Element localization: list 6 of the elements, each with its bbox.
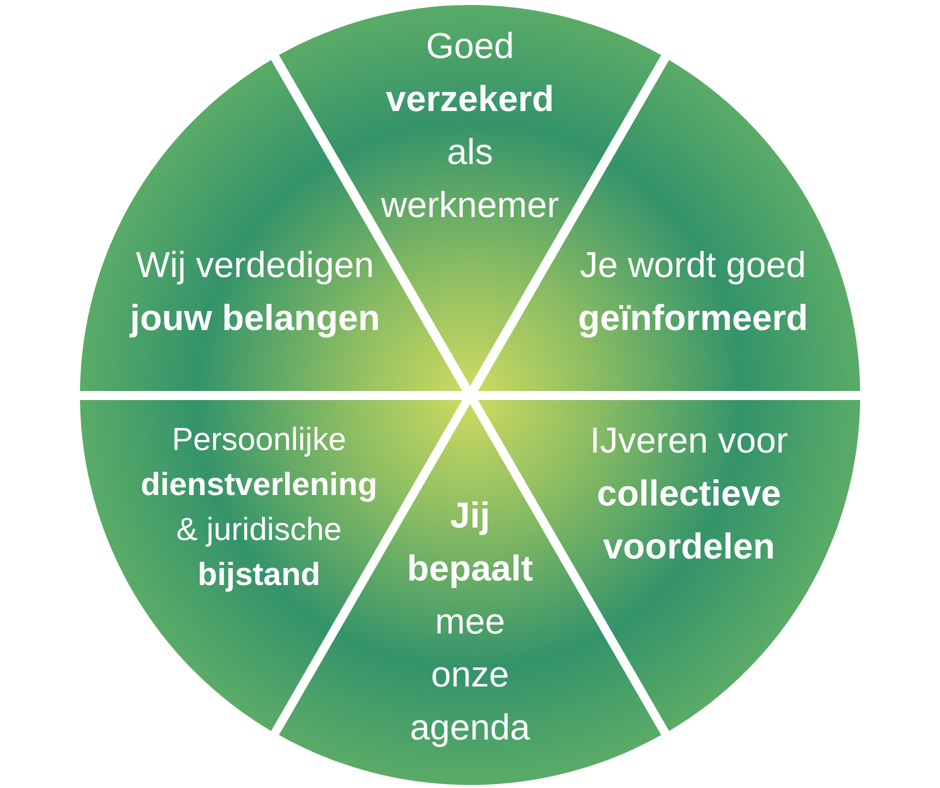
slice-label: Wij verdedigen jouw belangen bbox=[128, 242, 381, 340]
slice-label: IJveren voor collectieve voordelen bbox=[588, 418, 790, 568]
slice-label: Persoonlijke dienstverlening & juridische bijstand bbox=[140, 420, 378, 594]
slice-label: Jij bepaalt mee onze agenda bbox=[406, 494, 534, 750]
slice-label: Je wordt goed geïnformeerd bbox=[576, 242, 809, 340]
slice-label: Goed verzekerd als werknemer bbox=[380, 24, 560, 227]
